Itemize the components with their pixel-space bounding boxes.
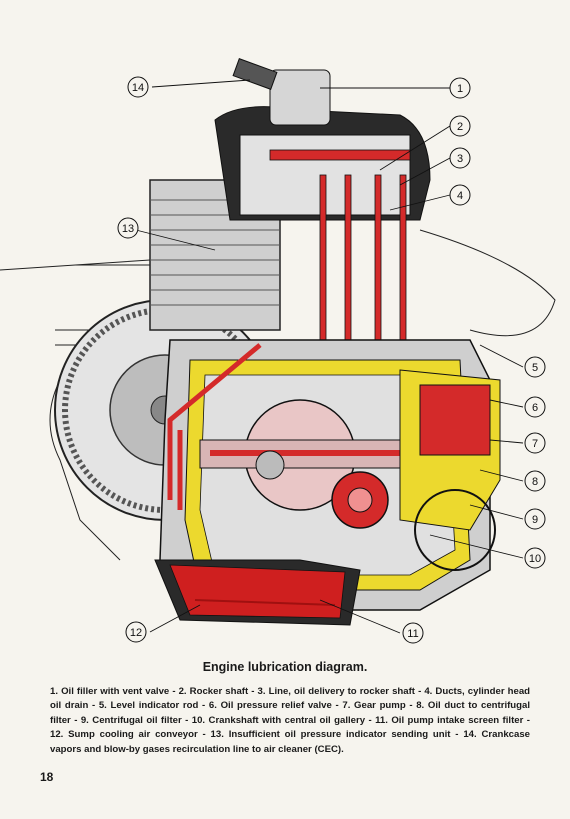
page-number: 18 <box>40 770 54 784</box>
legend-item-number: 12. <box>50 729 64 741</box>
callout-12: 12 <box>125 621 147 643</box>
legend-item-text: Oil pump intake screen filter <box>391 714 524 726</box>
svg-text:9: 9 <box>532 514 538 526</box>
callouts: 14 1 2 3 4 13 5 6 7 8 9 10 11 12 <box>117 76 546 644</box>
legend-item-number: 6. <box>208 700 217 712</box>
legend-item-number: 9. <box>80 714 89 726</box>
oil-pump-assembly <box>331 369 501 571</box>
callout-14: 14 <box>127 76 149 98</box>
legend-item-number: 10. <box>191 714 206 726</box>
legend-item-text: Crankcase vapors and blow-by gases recir… <box>50 729 531 755</box>
legend-item-text: Rocker shaft <box>189 686 249 697</box>
legend-item-number: 13. <box>210 729 224 741</box>
legend-item: 5. Level indicator rod <box>99 700 199 711</box>
legend-item-text: Ducts, cylinder head oil drain <box>50 686 531 712</box>
callout-1: 1 <box>449 77 471 99</box>
legend-item: 1. Oil filler with vent valve <box>50 686 169 697</box>
legend-item-number: 5. <box>98 700 107 712</box>
legend-item-text: Line, oil delivery to rocker shaft <box>268 686 416 697</box>
legend-item-number: 8. <box>416 700 425 712</box>
legend-item: 4. Ducts, cylinder head oil drain <box>50 686 530 711</box>
legend-item-number: 1. <box>50 686 59 697</box>
callout-10: 10 <box>524 547 546 569</box>
cylinder-block <box>149 179 281 331</box>
legend-item: 2. Rocker shaft <box>179 686 249 697</box>
legend-item-text: Oil duct to centrifugal filter <box>50 700 531 726</box>
callout-7: 7 <box>524 432 546 454</box>
legend-item-text: Insufficient oil pressure indicator send… <box>228 729 451 741</box>
legend-item: 8. Oil duct to centrifugal filter <box>50 700 530 725</box>
legend-item: 3. Line, oil delivery to rocker shaft <box>258 686 416 697</box>
legend-item-text: Level indicator rod <box>110 700 199 712</box>
legend-item-text: Gear pump <box>354 700 406 712</box>
legend-item: 11. Oil pump intake screen filter <box>375 715 523 726</box>
legend-item: 10. Crankshaft with central oil gallery <box>192 715 365 726</box>
svg-text:10: 10 <box>529 553 541 565</box>
svg-text:4: 4 <box>457 190 463 202</box>
svg-text:5: 5 <box>532 362 538 374</box>
caption-legend: 1. Oil filler with vent valve - 2. Rocke… <box>50 686 531 755</box>
svg-text:3: 3 <box>457 153 463 165</box>
callout-5: 5 <box>524 356 546 378</box>
callout-3: 3 <box>449 147 471 169</box>
callout-11: 11 <box>402 622 424 644</box>
legend-item: 14. Crankcase vapors and blow-by gases r… <box>50 729 530 754</box>
svg-text:6: 6 <box>532 402 538 414</box>
legend-item-number: 3. <box>257 686 266 697</box>
legend-item: 9. Centrifugal oil filter <box>81 715 182 726</box>
legend-item: 6. Oil pressure relief valve <box>209 700 332 711</box>
legend-item: 7. Gear pump <box>342 700 405 711</box>
svg-text:11: 11 <box>407 628 418 640</box>
svg-text:12: 12 <box>130 627 142 639</box>
svg-text:13: 13 <box>122 223 134 235</box>
callout-2: 2 <box>449 115 471 137</box>
legend-item: 12. Sump cooling air conveyor <box>50 729 198 740</box>
oil-sump <box>154 559 361 626</box>
legend-item-text: Oil filler with vent valve <box>61 686 170 697</box>
svg-text:8: 8 <box>532 476 538 488</box>
legend-item-number: 4. <box>424 686 433 697</box>
leader-lines <box>127 79 524 634</box>
svg-text:14: 14 <box>132 82 144 94</box>
crankshaft <box>199 399 401 511</box>
caption-title: Engine lubrication diagram. <box>202 660 368 674</box>
svg-text:7: 7 <box>532 438 538 450</box>
legend-item-number: 7. <box>342 700 351 712</box>
oil-lines <box>167 343 262 510</box>
svg-text:1: 1 <box>457 83 463 95</box>
callout-13: 13 <box>117 217 139 239</box>
legend-item-text: Crankshaft with central oil gallery <box>208 714 366 726</box>
callout-8: 8 <box>524 470 546 492</box>
engine-cutaway-illustration: 14 1 2 3 4 13 5 6 7 8 9 10 11 12 <box>0 58 556 644</box>
svg-text:2: 2 <box>457 121 463 133</box>
legend-item: 13. Insufficient oil pressure indicator … <box>211 729 451 740</box>
legend-item-text: Centrifugal oil filter <box>92 714 182 726</box>
legend-item-text: Sump cooling air conveyor <box>68 729 198 741</box>
legend-item-number: 14. <box>463 729 477 741</box>
legend-item-text: Oil pressure relief valve <box>220 700 332 712</box>
callout-4: 4 <box>449 184 471 206</box>
legend-item-number: 2. <box>178 686 187 697</box>
legend-item-number: 11. <box>375 714 388 726</box>
callout-6: 6 <box>524 396 546 418</box>
callout-9: 9 <box>524 508 546 530</box>
